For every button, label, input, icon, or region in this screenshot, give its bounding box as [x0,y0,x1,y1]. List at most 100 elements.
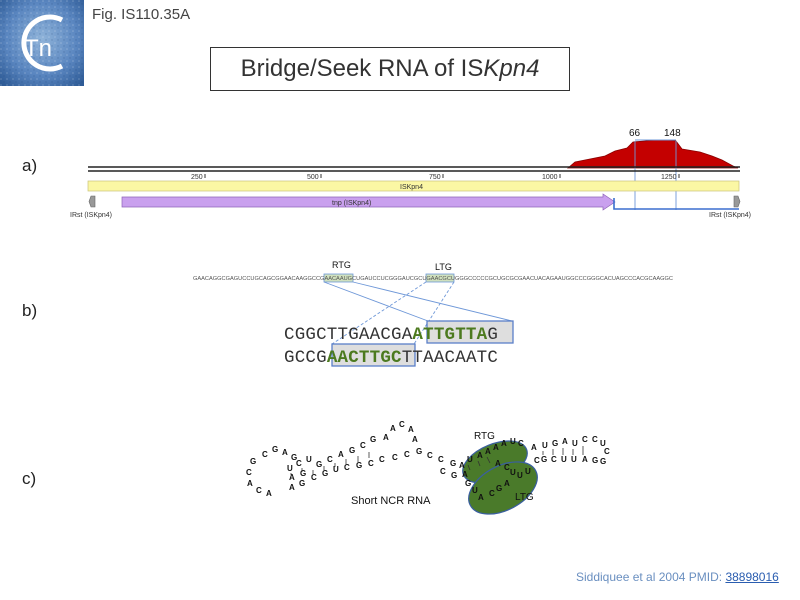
dna-line-bottom: GCCGAACTTGCTTAACAATC [284,347,498,370]
right-end-label: IRst (ISKpn4) [709,212,751,219]
svg-text:G: G [465,479,471,488]
svg-text:G: G [250,457,256,466]
dna-line2-highlight: AACTTGC [326,348,402,368]
svg-text:U: U [287,464,293,473]
genome-track-panel: 66 148 250 500 750 1000 1250 ISKpn4 tnp … [70,128,751,219]
tick-1250: 1250 [661,174,677,181]
svg-text:A: A [338,450,344,459]
rtg-target-box [426,320,514,344]
svg-text:U: U [517,471,523,480]
svg-text:C: C [262,450,268,459]
tnp-arrow [121,193,616,211]
ltg-box-top [425,273,455,283]
title-prefix: Bridge/Seek RNA of IS [240,55,484,82]
svg-text:C: C [551,455,557,464]
svg-text:A: A [390,424,396,433]
svg-text:U: U [600,439,606,448]
svg-text:A: A [504,479,510,488]
svg-text:A: A [412,435,418,444]
svg-text:C: C [360,441,366,450]
feature-label: ISKpn4 [400,184,423,191]
svg-text:G: G [349,446,355,455]
rtg-box-top [323,273,354,283]
rtg-connector-right [352,281,513,322]
svg-text:C: C [368,459,374,468]
svg-text:C: C [327,455,333,464]
svg-text:U: U [542,441,548,450]
dna-line1-highlight: ATTGTTA [412,325,488,345]
svg-text:A: A [289,483,295,492]
dna-line2-prefix: GCCG [284,348,327,368]
tnp-label: tnp (ISKpn4) [332,200,371,207]
svg-text:U: U [525,467,531,476]
svg-text:A: A [582,455,588,464]
svg-text:G: G [541,455,547,464]
svg-text:A: A [282,448,288,457]
svg-text:C: C [296,459,302,468]
tick-750: 750 [429,174,441,181]
svg-text:A: A [478,493,484,502]
svg-text:A: A [247,479,253,488]
iskpn4-feature-bar [87,180,740,192]
structure-caption: Short NCR RNA [351,495,431,507]
pmid-link[interactable]: 38898016 [725,570,779,584]
svg-text:A: A [501,439,507,448]
svg-text:C: C [311,473,317,482]
svg-text:C: C [504,463,510,472]
svg-text:C: C [534,456,540,465]
ltg-connector-right [413,281,455,345]
tick-500: 500 [307,174,319,181]
svg-text:G: G [600,457,606,466]
logo-text: Tn [24,35,52,62]
svg-text:C: C [592,435,598,444]
region-bracket [613,198,739,210]
ltg-target-box [331,343,416,367]
dna-line2-suffix: TTAACAATC [401,348,499,368]
svg-text:C: C [438,455,444,464]
svg-text:U: U [510,468,516,477]
axis-ticks: 250 500 750 1000 1250 [191,174,680,181]
tn-logo: Tn [0,0,84,86]
seq-before: GAACAGGCGAGUCCUGCAGCGGAACAAGGCCG [193,276,324,282]
peak-label-148: 148 [664,128,681,139]
rtg-connector-left [323,281,429,322]
panel-label-b: b) [22,301,38,320]
left-end-marker [88,195,96,208]
dna-line1-suffix: G [487,325,499,345]
svg-text:G: G [300,469,306,478]
svg-text:G: G [496,484,502,493]
panel-label-c: c) [22,469,37,488]
dna-line-top: CGGCTTGAACGAATTGTTAG [284,324,498,347]
svg-text:G: G [291,453,297,462]
svg-text:A: A [485,447,491,456]
svg-text:G: G [356,461,362,470]
svg-text:C: C [427,451,433,460]
svg-text:C: C [246,468,252,477]
seq-mid: GCUGAUCCUCGGGAUCGC [348,276,423,282]
ltg-connector-left [331,281,427,345]
svg-text:A: A [562,437,568,446]
svg-text:G: G [450,459,456,468]
sequence-map-panel: RTG LTG GAACAGGCGAGUCCUGCAGCGGAACAAGGCCG… [193,260,673,367]
svg-text:G: G [416,447,422,456]
svg-text:A: A [383,433,389,442]
svg-text:C: C [379,455,385,464]
svg-text:A: A [462,470,468,479]
svg-text:G: G [592,456,598,465]
dna-line1-prefix: CGGCTTGAACGA [284,325,413,345]
svg-text:G: G [272,445,278,454]
svg-text:C: C [404,450,410,459]
svg-text:C: C [489,489,495,498]
svg-text:C: C [399,420,405,429]
panel-label-a: a) [22,156,38,175]
svg-text:C: C [256,486,262,495]
svg-text:G: G [451,471,457,480]
svg-text:G: G [322,469,328,478]
tick-1000: 1000 [542,174,558,181]
svg-text:A: A [531,443,537,452]
svg-text:A: A [495,459,501,468]
svg-text:A: A [477,451,483,460]
seq-after: CUGGGCCCCCGCUGCGCGAACUACAGAAUGGCCCGGGCAC… [447,276,673,282]
ltg-oval [468,461,538,515]
